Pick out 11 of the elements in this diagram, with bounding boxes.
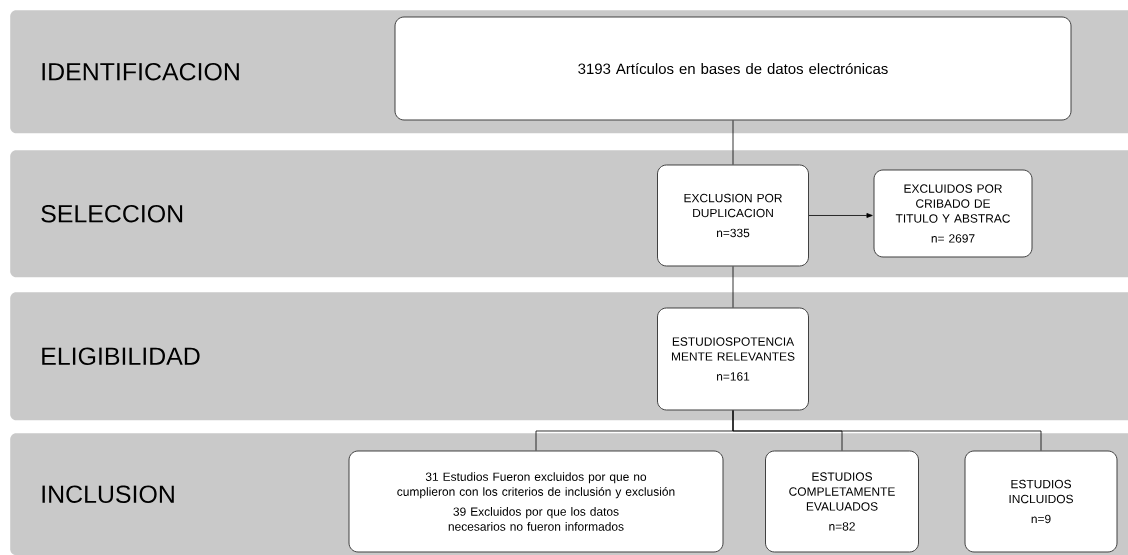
connector <box>732 266 734 308</box>
connector <box>732 120 734 165</box>
process-box: 3193 Artículos en bases de datos electrónicas <box>394 16 1072 121</box>
process-box: EXCLUIDOS POR CRIBADO DE TITULO Y ABSTRAC n= 2697 <box>873 169 1033 258</box>
connector <box>732 410 1042 451</box>
process-box: ESTUDIOS COMPLETAMENTE EVALUADOS n=82 <box>765 450 919 553</box>
connector <box>808 213 873 218</box>
process-box: EXCLUSION POR DUPLICACION n=335 <box>657 164 809 267</box>
process-box: 31 Estudios Fueron excluidos por que no cumplieron con los criterios de inclusión y exclusión 39 Excluidos por que los datos necesarios no fueron informados <box>348 450 724 553</box>
process-box: ESTUDIOSPOTENCIA MENTE RELEVANTES n=161 <box>657 307 809 411</box>
process-box: ESTUDIOS INCLUIDOS n=9 <box>964 450 1118 553</box>
